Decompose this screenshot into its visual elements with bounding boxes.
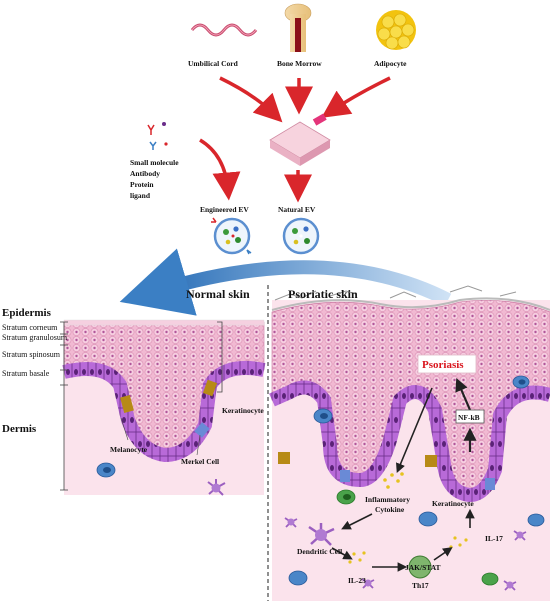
ev-engineered-label: Engineered EV (200, 205, 249, 214)
il23-label: IL-23 (348, 576, 366, 585)
arrow-nfkb-to-psoriasis (455, 377, 472, 411)
source-umbilical-label: Umbilical Cord (188, 59, 239, 68)
psor-t-cell-5 (527, 513, 545, 527)
psoriasis-label: Psoriasis (422, 359, 464, 371)
psoriasis-box (417, 354, 477, 374)
nfkb-label: NF-kB (458, 413, 480, 422)
engineered-ev-icon (211, 217, 252, 255)
il17-label: IL-17 (485, 534, 503, 543)
spinosum-label: Stratum spinosum (2, 350, 61, 359)
psor-t-cell-3 (418, 511, 438, 527)
cytokine-label-1: Inflammatory (365, 495, 410, 504)
psor-green-cell-1 (336, 489, 356, 505)
cargo-item-2: Protein (130, 180, 154, 189)
dermis-label: Dermis (2, 423, 37, 435)
psor-dendritic-main (308, 523, 335, 546)
t-cell-icon (96, 462, 116, 478)
culture-flask-icon (269, 113, 331, 166)
adipocyte-icon (376, 10, 416, 50)
cargo-item-0: Small molecule (130, 158, 179, 167)
arrow-to-il17 (433, 547, 453, 561)
psor-dendritic-3 (361, 578, 375, 589)
psor-melanocyte-1 (278, 452, 290, 464)
psor-green-cell-2 (481, 572, 499, 586)
psoriatic-scale-flakes (274, 285, 517, 301)
psoriatic-basal-layer (269, 380, 550, 503)
natural-ev-icon (282, 217, 320, 255)
source-bone-label: Bone Morrow (277, 59, 322, 68)
merkel-cell (194, 422, 210, 438)
normal-corneum (63, 319, 265, 326)
source-adipocyte-label: Adipocyte (374, 59, 407, 68)
keratinocyte-normal-label: Keratinocyte (222, 406, 264, 415)
psor-dendritic-4 (513, 530, 527, 541)
psoriatic-scales (271, 297, 550, 311)
normal-basal-layer (62, 360, 266, 463)
umbilical-cord-icon (190, 23, 258, 37)
psor-merkel-2 (485, 478, 495, 490)
psor-t-cell-1 (313, 408, 333, 424)
melanocyte-cell (120, 394, 134, 414)
cytokine-label-2: Cytokine (375, 505, 405, 514)
cargo-molecules-icon (147, 122, 168, 150)
jakstat-label: JAK/STAT (405, 563, 441, 572)
arrow-adipocyte (321, 76, 391, 118)
arrow-cargo (199, 138, 241, 201)
epidermis-label: Epidermis (2, 307, 52, 319)
basale-label: Stratum basale (2, 369, 50, 378)
arrow-to-il23 (331, 547, 353, 560)
psor-merkel-1 (340, 470, 350, 482)
normal-skin-title: Normal skin (186, 287, 250, 301)
melanocyte-cell-2 (202, 379, 218, 397)
dendritic-label: Dendritic Cell (297, 547, 342, 556)
arrow-to-cytokine (396, 387, 433, 473)
psor-t-cell-2 (512, 375, 530, 389)
th17-cell-icon (408, 555, 432, 579)
granulosum-label: Stratum granulosum (2, 333, 68, 342)
psor-t-cell-4 (288, 570, 308, 586)
psor-dendritic-2 (284, 517, 298, 528)
psoriatic-skin-title: Psoriatic skin (288, 287, 358, 301)
cargo-item-3: ligand (130, 191, 151, 200)
arrow-umbilical (219, 76, 283, 123)
arrow-treatment (119, 248, 452, 316)
psor-melanocyte-2 (425, 455, 437, 467)
merkel-label: Merkel Cell (181, 457, 219, 466)
corneum-label: Stratum corneum (2, 323, 58, 332)
arrow-to-dendritic (341, 513, 373, 530)
dendritic-cell-icon (207, 479, 226, 496)
cargo-item-1: Antibody (130, 169, 160, 178)
keratinocyte-psor-label: Keratinocyte (432, 499, 474, 508)
psor-dendritic-5 (503, 580, 517, 591)
bone-marrow-icon (284, 3, 312, 52)
nfkb-box (455, 409, 485, 424)
th17-label: Th17 (412, 581, 429, 590)
ev-natural-label: Natural EV (278, 205, 316, 214)
keratinocyte-bracket (217, 321, 223, 393)
melanocyte-label: Melanocyte (110, 445, 148, 454)
